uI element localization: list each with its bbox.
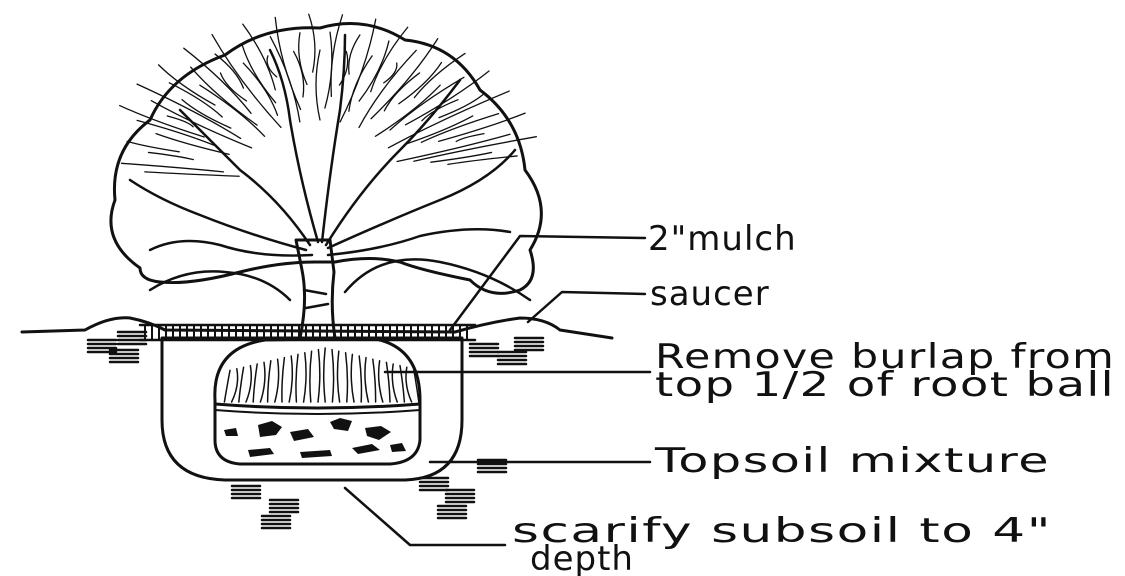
label-burlap-line2: top 1/2 of root ball (655, 365, 1115, 405)
label-topsoil: Topsoil mixture (654, 441, 1050, 481)
label-mulch: 2"mulch (648, 219, 797, 259)
subsoil-hatching (88, 332, 543, 528)
ground-line (22, 318, 612, 338)
leader-scarify (345, 488, 505, 545)
tree-crown (111, 14, 541, 300)
callout-labels: 2"mulch saucer Remove burlap from top 1/… (512, 219, 1115, 576)
leader-saucer (528, 292, 645, 322)
label-saucer: saucer (650, 274, 770, 314)
root-ball (215, 338, 420, 464)
label-scarify-line2: depth (530, 539, 634, 576)
burlap-texture (224, 418, 406, 458)
leader-mulch (450, 236, 645, 330)
